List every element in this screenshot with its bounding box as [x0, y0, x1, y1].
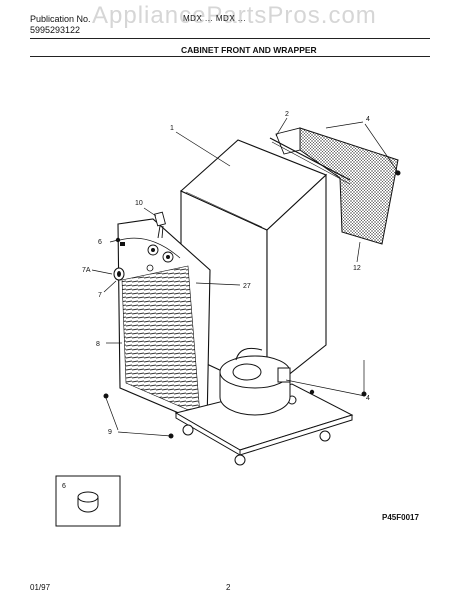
callout-6: 6 — [98, 239, 102, 246]
callout-1: 1 — [170, 125, 174, 132]
callout-4-top: 4 — [366, 116, 370, 123]
footer-date: 01/97 — [30, 583, 51, 592]
callout-12: 12 — [353, 265, 361, 272]
callout-9: 9 — [108, 429, 112, 436]
callout-leaders — [91, 117, 399, 437]
section-title: CABINET FRONT AND WRAPPER — [181, 45, 317, 55]
callout-8: 8 — [96, 341, 100, 348]
compressor — [219, 347, 291, 416]
page-number: 2 — [226, 583, 231, 592]
section-rule — [30, 56, 430, 57]
callout-6-inset: 6 — [62, 483, 66, 490]
callout-10: 10 — [135, 200, 143, 207]
model-numbers: MDX ... MDX ... — [183, 14, 247, 23]
callout-7a: 7A — [82, 267, 91, 274]
inset-detail-box: 6 — [55, 475, 121, 527]
callout-7: 7 — [98, 292, 102, 299]
plug-button-detail — [77, 491, 99, 513]
callout-27: 27 — [243, 283, 251, 290]
front-grille-panel — [113, 218, 211, 426]
publication-label: Publication No. — [30, 14, 91, 24]
switch-connector — [154, 211, 166, 239]
rear-grille-screen — [269, 127, 399, 245]
header-rule — [30, 38, 430, 39]
figure-code: P45F0017 — [382, 513, 419, 522]
watermark: AppliancePartsPros.com — [92, 2, 377, 29]
callout-4-bottom: 4 — [366, 395, 370, 402]
publication-number: 5995293122 — [30, 25, 81, 35]
callout-2: 2 — [285, 111, 289, 118]
